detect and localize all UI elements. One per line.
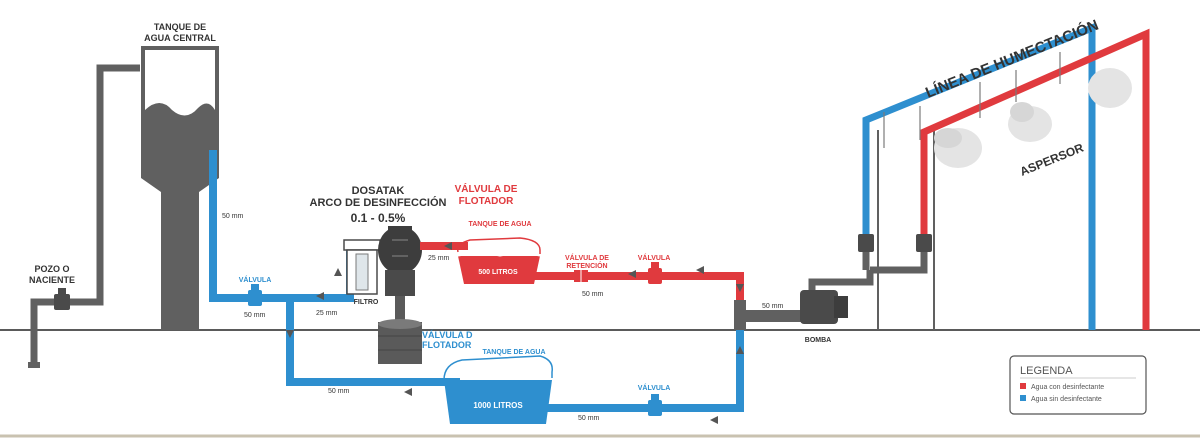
label-central-tank-2: AGUA CENTRAL [144, 33, 216, 43]
flow-arrows [286, 242, 744, 424]
size-to-filter: 25 mm [316, 310, 338, 317]
filter [343, 239, 381, 295]
humidification-valves [858, 234, 932, 252]
label-dosatak-range: 0.1 - 0.5% [351, 211, 406, 225]
legend-swatch-blue [1020, 395, 1026, 401]
label-valve-blue-left: VÁLVULA [239, 275, 272, 284]
size-left-valve: 50 mm [244, 312, 266, 319]
label-tank-water-small: TANQUE DE AGUA [469, 221, 532, 228]
tank-500-liters [457, 237, 541, 284]
label-humidification-line: LÍNEA DE HUMECTACIÓN [923, 16, 1101, 102]
pump [800, 270, 874, 324]
label-valve-blue-bottom: VÁLVULA [638, 383, 671, 392]
red-valve [648, 262, 662, 284]
well-valve-icon [54, 294, 70, 310]
label-central-tank-1: TANQUE DE [154, 22, 206, 32]
legend-title: LEGENDA [1020, 365, 1073, 377]
legend-box [1009, 355, 1147, 415]
size-bottom-left: 50 mm [328, 388, 350, 395]
size-vertical-central: 50 mm [222, 213, 244, 220]
dosatak-unit [378, 226, 422, 322]
size-bottom-right: 50 mm [578, 415, 600, 422]
blue-valve-bottom [648, 394, 662, 416]
legend-swatch-red [1020, 383, 1026, 389]
label-dosatak-sub: ARCO DE DESINFECCIÓN [310, 196, 447, 209]
label-check-valve-1: VÁLVULA DE [565, 253, 609, 262]
label-float-valve-red-1: VÁLVULA DE [455, 182, 518, 195]
humidification-lines [862, 22, 1150, 330]
label-500-liters: 500 LITROS [478, 269, 518, 276]
label-red-valve: VÁLVULA [638, 253, 671, 262]
well-pipe [28, 64, 140, 368]
label-1000-liters: 1000 LITROS [473, 401, 523, 410]
central-water-tank [141, 46, 219, 330]
sprinkler-drops [883, 52, 1061, 148]
support-posts [877, 130, 935, 330]
sprinkler-mist [934, 68, 1132, 168]
label-float-valve-blue-1: VÁLVULA D [422, 330, 473, 340]
tank-1000-liters [443, 355, 553, 424]
label-tank-water-large: TANQUE DE AGUA [483, 349, 546, 356]
red-check-valve [574, 270, 588, 282]
legend-item-blue: Agua sin desinfectante [1031, 396, 1102, 403]
size-to-pump: 50 mm [762, 303, 784, 310]
gray-distribution-pipes [862, 240, 928, 274]
label-sprinkler: ASPERSOR [1018, 140, 1086, 178]
label-float-valve-blue-2: FLOTADOR [422, 340, 472, 350]
pump-junction [734, 300, 802, 330]
label-well-1: POZO O [34, 264, 69, 274]
label-filter: FILTRO [354, 299, 379, 306]
chemical-drum [378, 319, 422, 364]
label-dosatak: DOSATAK [352, 185, 405, 197]
size-after-dosatak: 25 mm [428, 255, 450, 262]
label-pump: BOMBA [805, 337, 831, 344]
size-red-line: 50 mm [582, 291, 604, 298]
legend: LEGENDA Agua con desinfectante Agua sin … [1009, 355, 1147, 415]
blue-valve-left [248, 284, 262, 306]
label-float-valve-red-2: FLOTADOR [459, 196, 515, 207]
legend-item-red: Agua con desinfectante [1031, 384, 1104, 391]
label-well-2: NACIENTE [29, 275, 75, 285]
label-check-valve-2: RETENCIÓN [566, 261, 607, 270]
